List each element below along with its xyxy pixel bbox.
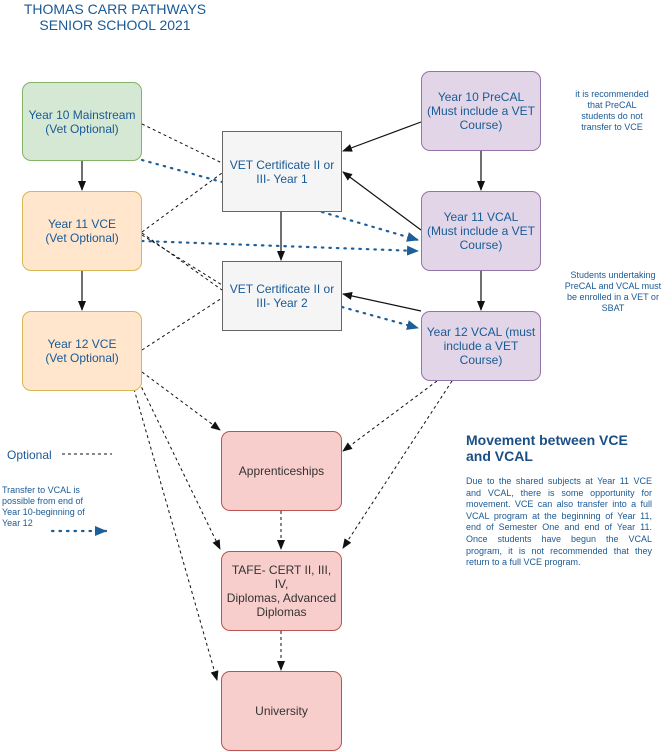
- dotted-vet1-to-y11vcal: [320, 210, 420, 242]
- heading-line: and VCAL: [466, 448, 533, 464]
- box-line: Year 12 VCAL (must: [426, 325, 536, 339]
- dash-y11vce-to-vet2: [141, 232, 223, 291]
- box-line: Year 10 Mainstream: [28, 107, 136, 122]
- box-line: Year 11 VCAL: [443, 210, 519, 224]
- note-line: PreCAL and VCAL must: [564, 281, 662, 291]
- title-line-1: THOMAS CARR PATHWAYS: [23, 1, 207, 17]
- box-line: (Must include a VET: [426, 104, 536, 118]
- dotted-y10main-to-vet1: [140, 158, 224, 184]
- note-precal-recommendation: it is recommended that PreCAL students d…: [560, 89, 664, 133]
- box-university: University: [221, 671, 342, 751]
- legend-line: Year 10-beginning of: [2, 507, 85, 517]
- arrow-y11vcal-to-vet1: [342, 171, 422, 231]
- box-line: TAFE- CERT II, III, IV,: [231, 563, 332, 591]
- box-line: III- Year 1: [256, 171, 308, 186]
- dash-y12vcal-to-apprenticeships: [342, 380, 438, 452]
- legend-transfer-label: Transfer to VCAL is possible from end of…: [2, 485, 112, 529]
- note-vet-enrolment: Students undertaking PreCAL and VCAL mus…: [554, 270, 672, 314]
- dotted-y11vce-to-y11vcal: [140, 239, 420, 256]
- note-line: Students undertaking: [570, 270, 656, 280]
- box-line: VET Certificate II or: [229, 282, 335, 296]
- dash-y11vce-to-vet1: [141, 172, 223, 233]
- box-line: include a VET: [443, 339, 519, 353]
- note-line: transfer to VCE: [581, 122, 643, 132]
- note-line: it is recommended: [575, 89, 649, 99]
- dotted-vet2-to-y12vcal: [340, 305, 420, 330]
- note-line: be enrolled in a VET or: [567, 292, 659, 302]
- box-year11-vce: Year 11 VCE(Vet Optional): [22, 191, 142, 271]
- box-line: (Must include a VET: [426, 224, 536, 238]
- box-year12-vce: Year 12 VCE(Vet Optional): [22, 311, 142, 391]
- dash-y12vcal-to-tafe: [342, 380, 453, 549]
- box-line: (Vet Optional): [45, 231, 119, 245]
- box-line: Year 10 PreCAL: [437, 90, 525, 104]
- dash-y12vce-to-vet2: [141, 297, 223, 351]
- box-line: Apprenticeships: [238, 464, 325, 478]
- dash-y11vce-to-y12vcal: [141, 234, 223, 286]
- arrow-y12vcal-to-vet2: [342, 292, 422, 312]
- note-line: that PreCAL: [587, 100, 637, 110]
- box-apprenticeships: Apprenticeships: [221, 431, 342, 511]
- box-year10-mainstream: Year 10 Mainstream(Vet Optional): [22, 82, 142, 161]
- box-line: VET Certificate II or: [229, 157, 335, 172]
- box-line: Course): [459, 118, 503, 132]
- box-line: Diplomas: [256, 605, 307, 619]
- title-line-2: SENIOR SCHOOL 2021: [39, 17, 191, 33]
- dash-y12vce-to-university: [133, 388, 219, 681]
- dash-y12vce-to-tafe: [138, 381, 221, 550]
- legend-line: possible from end of: [2, 496, 84, 506]
- box-tafe: TAFE- CERT II, III, IV,Diplomas, Advance…: [221, 551, 342, 631]
- box-line: Course): [459, 353, 503, 367]
- box-line: III- Year 2: [256, 296, 308, 310]
- legend-line: Transfer to VCAL is: [2, 485, 80, 495]
- dash-y10main-to-vet1: [141, 123, 223, 164]
- note-line: students do not: [581, 111, 643, 121]
- box-line: (Vet Optional): [45, 121, 119, 136]
- box-line: Year 12 VCE: [47, 337, 117, 351]
- box-line: Diplomas, Advanced: [226, 591, 337, 605]
- heading-line: Movement between VCE: [466, 432, 628, 448]
- movement-description: Due to the shared subjects at Year 11 VC…: [466, 476, 652, 568]
- note-line: SBAT: [601, 303, 625, 313]
- legend-optional-label: Optional: [7, 448, 52, 462]
- box-line: Year 11 VCE: [47, 217, 117, 231]
- box-line: Course): [459, 238, 503, 252]
- dash-y12vce-to-apprenticeships: [141, 371, 221, 431]
- legend-line: Year 12: [2, 518, 33, 528]
- box-line: (Vet Optional): [45, 351, 119, 365]
- page-title: THOMAS CARR PATHWAYS SENIOR SCHOOL 2021: [10, 1, 220, 33]
- box-line: University: [255, 704, 308, 718]
- movement-heading: Movement between VCE and VCAL: [466, 432, 656, 464]
- arrow-precal-to-vet1: [342, 121, 422, 152]
